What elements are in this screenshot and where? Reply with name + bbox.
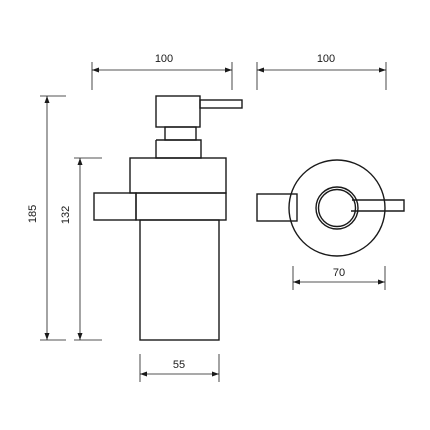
front-view — [93, 95, 243, 341]
dim-front-width: 100 — [91, 53, 233, 90]
body-height-label: 132 — [60, 206, 72, 224]
side-width-label: 100 — [317, 53, 335, 65]
wall-bracket — [93, 192, 137, 221]
front-width-label: 100 — [155, 53, 173, 65]
pump-neck — [164, 126, 197, 141]
total-height-label: 185 — [27, 205, 39, 223]
dim-body-height: 132 — [60, 157, 102, 341]
dim-container-width: 55 — [139, 354, 220, 382]
pump-spout — [199, 99, 243, 109]
wall-plate — [256, 193, 298, 222]
container-body — [139, 219, 220, 341]
inner-bottle — [315, 186, 359, 230]
pump-shoulder — [155, 139, 202, 159]
pump-lever — [351, 199, 405, 212]
dim-side-width: 100 — [256, 53, 387, 90]
inner-bottle-inner — [317, 188, 357, 228]
holder-ring — [135, 192, 227, 221]
pump-head — [155, 95, 201, 128]
top-cap — [129, 157, 227, 194]
top-view — [256, 159, 405, 257]
dim-total-height: 185 — [27, 95, 66, 341]
container-width-label: 55 — [173, 359, 185, 371]
dim-round-width: 70 — [292, 266, 386, 290]
outer-rosette — [288, 159, 386, 257]
round-width-label: 70 — [333, 267, 345, 279]
